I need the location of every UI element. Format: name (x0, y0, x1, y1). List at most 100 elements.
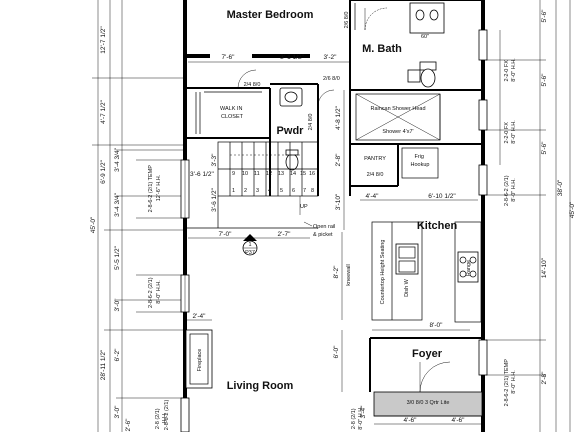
dim-hall-1: 7'-0" (219, 231, 233, 238)
window-tag-right-4-line1: 2-8-6-2 (2/1) TEMP (504, 359, 510, 407)
vanity-mark: 60" (421, 34, 429, 40)
window-tag-left-3: 2-8-6-2 (2/1) (164, 400, 170, 431)
dim-closet-1: 7'-6" (222, 54, 236, 61)
room-m-bath: M. Bath (362, 43, 402, 55)
room-foyer: Foyer (412, 348, 443, 360)
dim-bath-vert-3: 3'-10" (335, 193, 342, 210)
left-dimension-lines (92, 0, 185, 432)
powder-walls (269, 83, 319, 196)
window-tag-left-2-line2: 8'-0" H.H. (156, 280, 162, 304)
frig-label-1: Frig (414, 154, 423, 160)
frig-label: Frig Hookup (411, 154, 430, 168)
dim-kitchen-width: 6'-10 1/2" (428, 193, 456, 200)
pwdr-door-swing (317, 89, 335, 107)
shower-head-label: Raincan Shower Head (370, 106, 425, 112)
window-tag-right-2-line2: 8'-0" H.H. (511, 120, 517, 144)
window-tag-left-2: 2-8-6-2 (2/1) 8'-0" H.H. (148, 276, 162, 308)
section-tag-bottom: P37 (245, 250, 255, 256)
stair-step-15: 15 (300, 171, 306, 177)
window-tag-right-1-line1: 2-2-0 FX (504, 60, 510, 82)
closet-door-swing (237, 69, 257, 89)
dim-right-seg-4: 14'-10" (541, 257, 548, 278)
frig-label-2: Hookup (411, 162, 430, 168)
dim-stair-width-1: 3'-6 1/2" (190, 171, 214, 178)
window-tag-left-1-line2: 12'-6" H.H. (156, 174, 162, 201)
bottom-tag-1-line1: 2-8 (2/1) (351, 408, 357, 429)
dim-left-inner-6: 3'-0" (114, 405, 121, 419)
stair-step-16: 16 (309, 171, 315, 177)
dim-right-seg-2: 5'-6" (541, 73, 548, 87)
stair-up-label: UP (300, 204, 308, 210)
right-dimension-lines (486, 0, 571, 432)
stair-step-9: 9 (232, 171, 235, 177)
dim-foyer-height: 6'-0" (333, 345, 340, 359)
dim-pwdr-door-1: 2/6 8/0 (323, 76, 340, 82)
room-living-room: Living Room (227, 380, 294, 392)
room-powder: Pwdr (277, 125, 305, 137)
dim-pantry-door: 2/4 8/0 (367, 172, 384, 178)
dim-hall-2: 2'-7" (278, 231, 292, 238)
stair-step-8: 8 (311, 188, 314, 194)
range-counter (454, 221, 482, 323)
left-windows (180, 159, 190, 432)
entry-door-label: 3/0 8/0 3 Qrtr Lite (407, 400, 450, 406)
dim-closet-3: 3'-2" (324, 54, 338, 61)
dim-fireplace-width: 2'-4" (193, 313, 207, 320)
stair-step-4: 4 (268, 188, 271, 194)
dim-left-inner-4: 3'-0" (114, 298, 121, 312)
dim-left-inner-2: 3'-4 3/4" (114, 192, 121, 216)
dim-foyer-bottom-1: 3'-4" (360, 405, 367, 419)
window-tag-left-2-line1: 2-8-6-2 (2/1) (148, 277, 154, 308)
range-label: Range (466, 260, 472, 276)
stair-step-5: 5 (280, 188, 283, 194)
stair-step-12: 12 (266, 171, 272, 177)
walk-in-closet-label-1: WALK IN (220, 106, 242, 112)
dim-right-outer-2: 45'-0" (569, 201, 576, 218)
open-rail-leader (303, 221, 313, 227)
stair-step-13: 13 (278, 171, 284, 177)
bottom-tag-2: 2-8 (2/1) H.H. (155, 407, 168, 429)
stair-step-6: 6 (292, 188, 295, 194)
shower-size-label: Shower 4'x7' (382, 129, 413, 135)
dim-left-outer-5: 28'-11 1/2" (100, 349, 107, 380)
window-tag-right-4-line2: 8'-0" H.H. (511, 370, 517, 394)
dim-right-seg-5: 2'-8" (541, 371, 548, 385)
window-tag-right-4: 2-8-6-2 (2/1) TEMP 8'-0" H.H. (504, 358, 517, 407)
bottom-tag-2-line2: H.H. (162, 412, 168, 423)
dim-stair-width-2: 3'-3" (211, 153, 218, 167)
dim-foyer-bottom-2: 4'-6" (404, 417, 418, 424)
dim-closet-2: 3'-1 1/2" (280, 54, 304, 61)
window-tag-right-3-line2: 8'-0" H.H. (511, 178, 517, 202)
stair-step-2: 2 (244, 188, 247, 194)
room-master-bedroom: Master Bedroom (227, 9, 314, 21)
exterior-walls (183, 0, 485, 432)
dim-stair-width-3: 3'-6 1/2" (211, 187, 218, 211)
dim-left-inner-1: 3'-4 3/4" (114, 147, 121, 171)
countertop-label: Countertop Height Seating (380, 240, 386, 305)
bottom-tag-1-line2: 8'-0" H.H. (358, 406, 364, 430)
window-tag-right-3: 2-8-6-2 (2/1) 8'-0" H.H. (504, 174, 517, 206)
room-pantry: PANTRY (364, 156, 386, 162)
window-tag-right-1-line2: 8'-0" H.H. (511, 58, 517, 82)
shower (355, 93, 441, 141)
dim-bath-vert-1: 4'-8 1/2" (335, 105, 342, 129)
room-fireplace: Fireplace (197, 349, 203, 372)
open-rail-label-1: Open rail (313, 224, 335, 230)
bottom-tag-2-line1: 2-8 (2/1) (155, 408, 161, 429)
open-rail-label: Open rail & picket (313, 224, 337, 238)
walk-in-closet-walls (185, 87, 271, 139)
stair-step-numbers: 9 10 11 12 1 2 3 4 5 6 7 8 13 14 15 16 (232, 171, 315, 194)
window-tag-left-1-line1: 2-8-6-2 (2/1) TEMP (148, 165, 154, 213)
window-tag-right-2: 2-2-0 FX 8'-0" H.H. (504, 120, 517, 144)
window-tag-left-1: 2-8-6-2 (2/1) TEMP 12'-6" H.H. (148, 164, 162, 213)
dim-left-inner-5: 6'-2" (114, 348, 121, 362)
dim-bath-door: 2/6 8/0 (344, 12, 350, 29)
walk-in-closet-label-2: CLOSET (221, 114, 244, 120)
master-bath-walls (349, 0, 483, 196)
kneewall-label: kneewall (346, 264, 352, 285)
window-tag-right-1: 2-2-0 FX 8'-0" H.H. (504, 58, 517, 82)
section-marker (242, 234, 258, 256)
open-rail-label-2: & picket (313, 232, 333, 238)
bottom-tag-1: 2-8 (2/1) 8'-0" H.H. (351, 406, 364, 430)
